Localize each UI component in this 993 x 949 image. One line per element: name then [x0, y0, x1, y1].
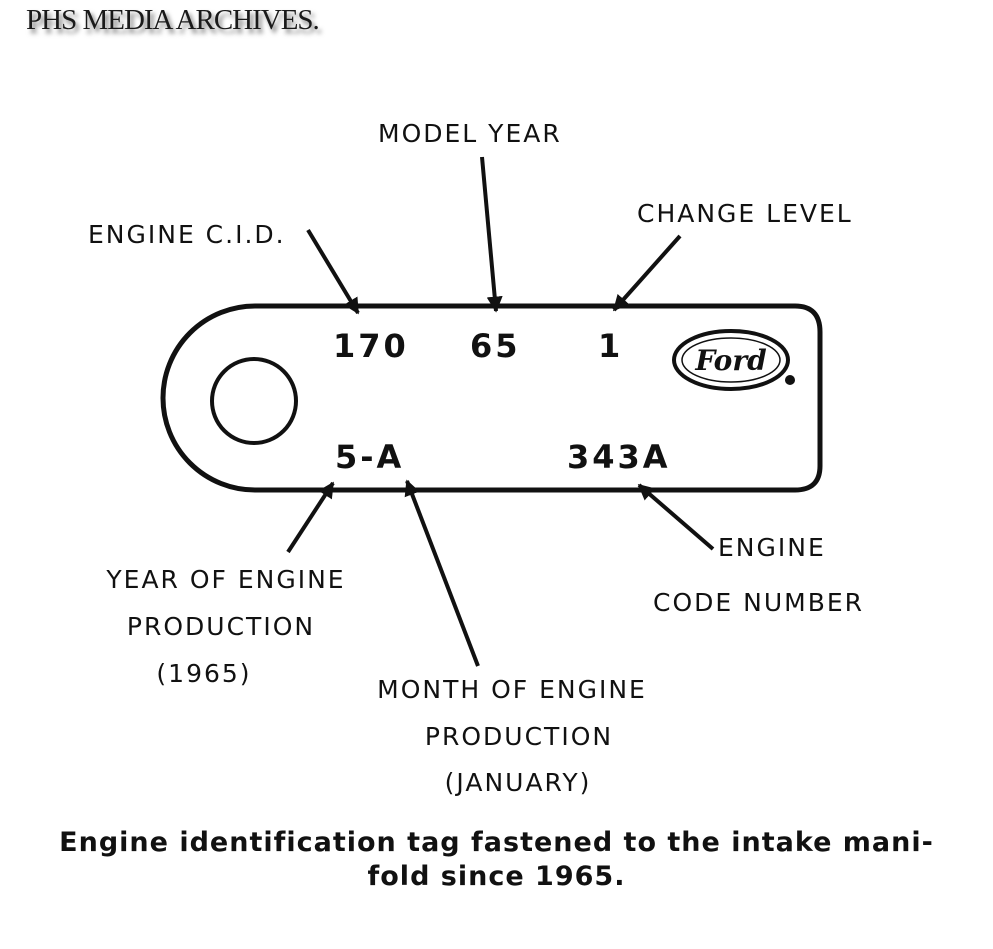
tag-outline: [160, 303, 823, 493]
arrow-engine-code: [637, 483, 715, 551]
label-engine-code-line2: CODE NUMBER: [653, 588, 864, 617]
tag-production-date-value: 5-A: [335, 438, 404, 476]
arrow-year-of-engine: [286, 481, 335, 554]
ford-logo-text: Ford: [694, 344, 766, 377]
label-month-of-engine-line3: (JANUARY): [445, 768, 592, 797]
tag-cid-value: 170: [333, 327, 409, 365]
label-year-of-engine-line2: PRODUCTION: [127, 612, 315, 641]
tag-model-year-value: 65: [470, 327, 521, 365]
caption-line2: fold since 1965.: [367, 861, 626, 892]
archive-watermark: PHS MEDIA ARCHIVES.: [26, 4, 320, 36]
figure-caption: Engine identification tag fastened to th…: [0, 826, 993, 894]
label-engine-code-line1: ENGINE: [718, 533, 826, 562]
arrow-month-of-engine: [404, 479, 480, 667]
label-engine-cid: ENGINE C.I.D.: [88, 220, 286, 249]
arrow-engine-cid: [306, 228, 360, 315]
label-month-of-engine-line2: PRODUCTION: [425, 722, 613, 751]
arrow-change-level: [612, 234, 682, 312]
label-year-of-engine-line1: YEAR OF ENGINE: [105, 565, 345, 594]
caption-line1: Engine identification tag fastened to th…: [59, 827, 934, 858]
label-year-of-engine-line3: (1965): [156, 659, 251, 688]
tag-change-level-value: 1: [598, 327, 623, 365]
label-change-level: CHANGE LEVEL: [637, 199, 853, 228]
label-month-of-engine-line1: MONTH OF ENGINE: [377, 675, 647, 704]
tag-hole: [210, 357, 298, 445]
label-model-year: MODEL YEAR: [378, 119, 562, 148]
ford-logo: Ford: [672, 329, 795, 391]
arrow-model-year: [480, 156, 503, 313]
tag-code-number-value: 343A: [567, 438, 671, 476]
